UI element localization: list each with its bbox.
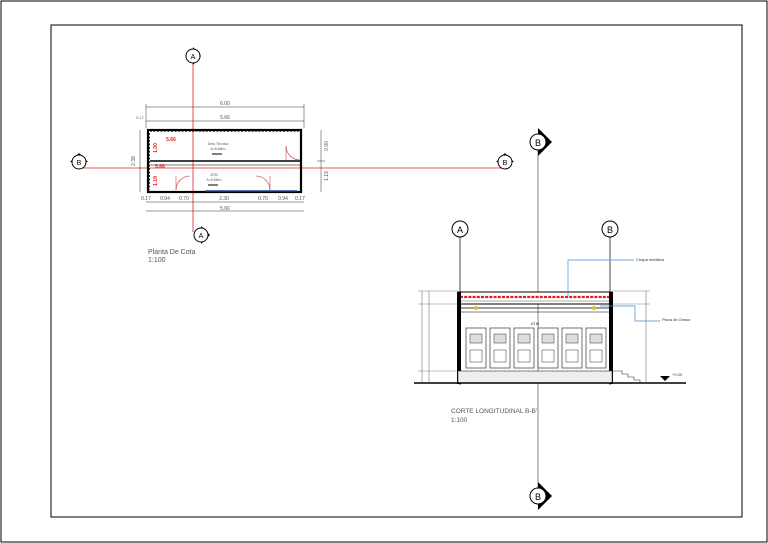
plan-marker-a-top-text: A — [191, 54, 196, 61]
floor-plan: 6.00 5.66 0.17 5.66 5.66 1.00 1.19 Área … — [70, 47, 514, 264]
dim-left-edge-text: 0.17 — [136, 115, 145, 120]
longitudinal-section: B B A B ATM — [414, 128, 691, 510]
bottom-dim-3: 2.30 — [219, 196, 229, 202]
dim-red-vert-lower-text: 1.19 — [153, 176, 159, 186]
plan-outer-wall — [146, 128, 303, 194]
plan-marker-b-right-text: B — [503, 160, 508, 167]
section-wall-right — [609, 292, 613, 384]
room-upper-area: A=5.66m² — [210, 147, 226, 151]
section-cut-marker-top: B — [529, 128, 552, 156]
bottom-dim-0: 0.17 — [141, 196, 151, 202]
dim-overall-text: 6.00 — [220, 101, 230, 107]
ceiling-light-icon — [474, 306, 478, 310]
section-cut-marker-bottom: B — [529, 482, 552, 510]
dim-right-lower-text: 1.19 — [324, 171, 330, 181]
dim-red-vert-upper-text: 1.00 — [153, 143, 159, 153]
section-wall-left — [457, 292, 461, 384]
bottom-dim-1: 0.94 — [160, 196, 170, 202]
room-lower-area: A=5.66m² — [206, 178, 222, 182]
atm-machines — [465, 327, 607, 369]
section-scale: 1:100 — [451, 417, 468, 424]
level-label: +0.00 — [672, 372, 683, 377]
dim-bottom-inner-text: 5.66 — [220, 206, 230, 212]
bottom-dim-2: 0.70 — [179, 196, 189, 202]
room-lower-name: ATM — [210, 173, 217, 177]
bottom-dim-5: 0.94 — [278, 196, 288, 202]
callout-text-1: Chapa metálica — [636, 257, 665, 262]
ceiling-light-icon — [592, 306, 596, 310]
callout-line-2 — [600, 305, 660, 322]
entry-steps — [613, 370, 641, 383]
dim-red-upper-text: 5.66 — [166, 137, 176, 143]
atm-machine-icon — [537, 327, 559, 369]
dim-top-inner-text: 5.66 — [220, 115, 230, 121]
section-cut-marker-bottom-text: B — [535, 492, 541, 502]
axis-b-label: B — [607, 225, 613, 235]
plan-marker-b-left: B — [70, 153, 88, 170]
dim-right-upper-text: 0.90 — [324, 141, 330, 151]
section-floor-slab — [457, 370, 613, 384]
atm-section-label: ATM — [531, 321, 539, 326]
plan-scale: 1:100 — [148, 257, 166, 264]
callout-line-1 — [567, 259, 634, 297]
section-cut-marker-top-text: B — [535, 138, 541, 148]
plan-marker-b-right: B — [496, 153, 514, 170]
plan-title: Planta De Cota — [148, 249, 196, 256]
atm-machine-icon — [561, 327, 583, 369]
dim-red-lower-text: 5.66 — [155, 164, 165, 170]
callout-text-2: Placa de Gesso — [662, 317, 691, 322]
plan-marker-b-left-text: B — [77, 160, 82, 167]
atm-machine-icon — [465, 327, 487, 369]
axis-a-label: A — [457, 225, 463, 235]
plan-marker-a-top: A — [185, 47, 201, 65]
atm-machine-icon — [585, 327, 607, 369]
level-marker-icon — [660, 376, 670, 381]
atm-machine-icon — [513, 327, 535, 369]
bottom-dim-4: 0.70 — [258, 196, 268, 202]
bottom-dim-6: 0.17 — [295, 196, 305, 202]
room-upper-name: Área Técnica — [208, 142, 229, 146]
drawing-frame — [50, 24, 743, 518]
plan-marker-a-bottom: A — [193, 226, 210, 244]
section-title: CORTE LONGITUDINAL B-B' — [451, 408, 537, 415]
plan-marker-a-bottom-text: A — [199, 233, 204, 240]
atm-machine-icon — [489, 327, 511, 369]
dim-left-height-text: 2.38 — [131, 156, 137, 166]
